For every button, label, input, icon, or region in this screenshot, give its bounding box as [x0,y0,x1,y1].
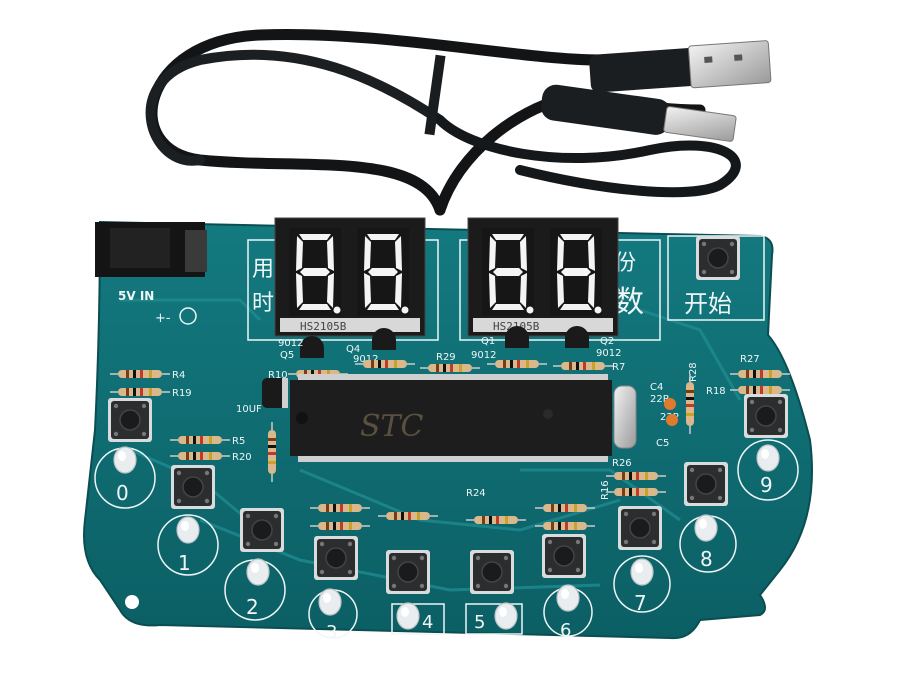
number-label-1: 1 [178,551,191,575]
number-key-3[interactable]: 3 [308,535,359,643]
number-key-1[interactable]: 1 [157,464,219,576]
transistor-q2 [565,326,589,348]
transistor-q5 [300,336,324,358]
label-cap-value: 10UF [236,404,262,415]
label-r10: R10 [268,370,288,381]
label-9012c: 9012 [471,350,496,361]
power-label: 5V IN [118,289,154,303]
number-key-8[interactable]: 8 [679,461,737,573]
label-r29: R29 [436,352,456,363]
left-label-top: 用 [252,257,274,282]
mount-hole-left [125,595,139,609]
label-c4: C4 [650,382,663,393]
left-display-part: HS2105B [300,320,347,333]
number-label-9: 9 [760,473,773,497]
dc-plug [540,84,737,142]
number-key-6[interactable]: 6 [541,533,593,641]
label-c5: C5 [656,438,669,449]
label-r24: R24 [466,488,486,499]
label-9012a: 9012 [278,338,303,349]
number-label-6: 6 [560,620,571,641]
ceramic-cap-c5 [666,414,678,426]
label-c22a: 22P [650,394,669,405]
dc-jack [95,222,207,277]
transistor-q1 [505,326,529,348]
number-label-3: 3 [326,622,337,643]
label-9012b: 9012 [353,354,378,365]
label-r5: R5 [232,436,245,447]
chip-marking: STC [360,409,424,444]
start-label: 开始 [684,290,732,318]
transistor-q4 [372,328,396,350]
number-label-8: 8 [700,547,713,571]
number-key-0[interactable]: 0 [94,397,156,509]
power-symbol-icon [179,307,197,325]
label-r20: R20 [232,452,252,463]
number-label-0: 0 [116,481,129,505]
right-seven-segment-display: HS2105B [467,217,619,337]
electrolytic-capacitor [262,378,288,408]
left-label-bottom: 时 [252,291,274,316]
number-label-2: 2 [246,595,259,619]
usb-plug [589,40,772,93]
label-9012d: 9012 [596,348,621,359]
number-key-4[interactable]: 4 [385,549,445,635]
number-label-5: 5 [474,612,485,633]
label-r7: R7 [612,362,625,373]
number-label-4: 4 [422,612,433,633]
label-q4: Q4 [346,344,360,355]
number-label-7: 7 [634,591,647,615]
label-r18: R18 [706,386,726,397]
label-r28: R28 [688,362,699,382]
right-label-bottom: 数 [614,285,644,320]
label-r19: R19 [172,388,192,399]
label-q1: Q1 [481,336,495,347]
label-q5: Q5 [280,350,294,361]
usb-cable [145,28,772,216]
number-key-7[interactable]: 7 [613,505,671,615]
left-seven-segment-display: HS2105B [274,217,426,337]
label-r27: R27 [740,354,760,365]
start-button[interactable] [695,235,741,281]
number-key-5[interactable]: 5 [465,549,523,635]
mount-hole-right [768,588,782,602]
label-r26: R26 [612,458,632,469]
label-r4: R4 [172,370,185,381]
power-polarity: +- [155,311,171,326]
number-key-2[interactable]: 2 [224,507,286,621]
label-q2: Q2 [600,336,614,347]
ceramic-cap-c4 [664,398,676,410]
number-key-9[interactable]: 9 [737,393,799,501]
right-label-top: 份 [614,251,636,276]
microcontroller-chip: STC [290,374,612,462]
crystal-oscillator [613,385,637,449]
label-r16: R16 [600,480,611,500]
